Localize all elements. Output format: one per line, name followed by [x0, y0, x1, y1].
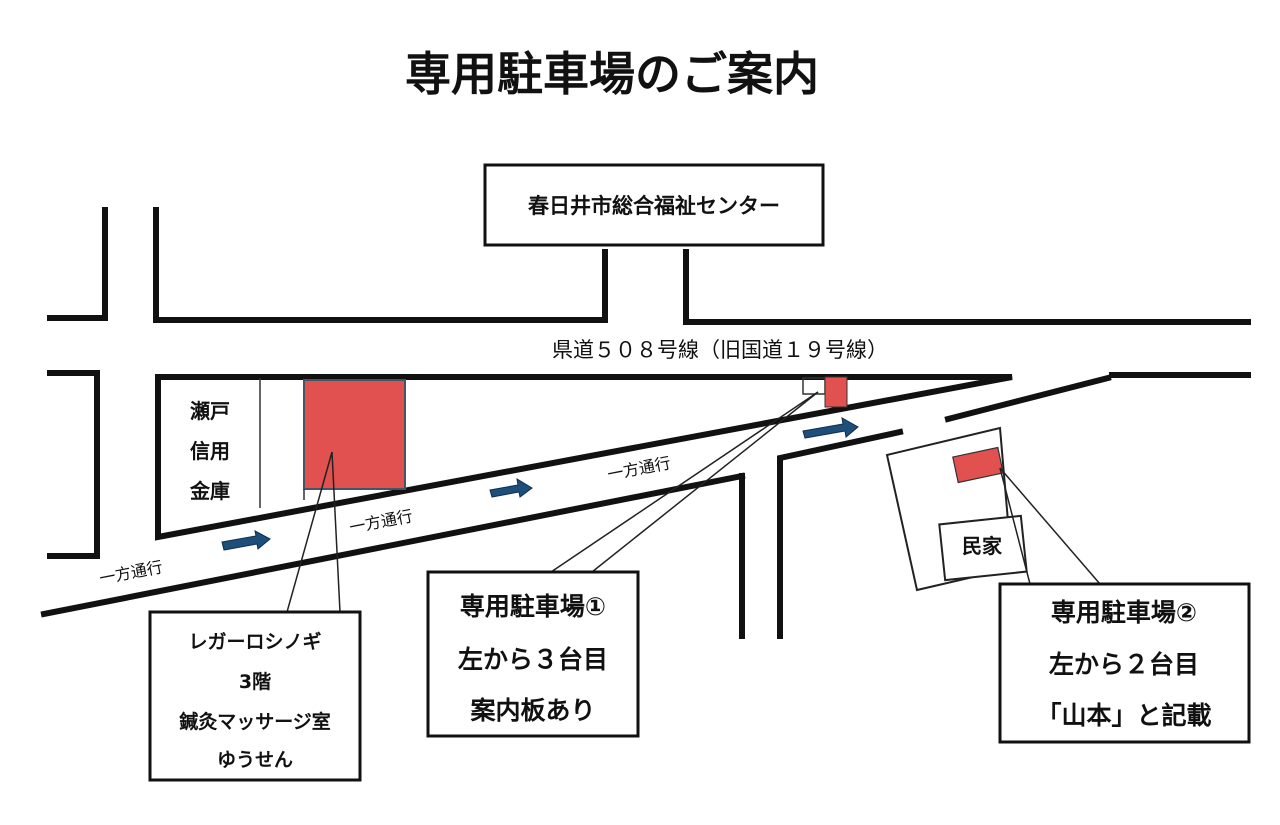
parking-2-callout: 専用駐車場② 左から２台目 「山本」と記載	[998, 582, 1251, 744]
landmark-label: 春日井市総合福祉センター	[528, 194, 780, 218]
target-building	[303, 379, 406, 490]
oneway-label-2: 一方通行	[348, 506, 414, 537]
parking-1-position: 左から３台目	[458, 645, 608, 674]
building-callout-line4: ゆうせん	[217, 749, 293, 771]
arrow-icon	[489, 478, 533, 498]
parking-1-title: 専用駐車場①	[460, 592, 606, 621]
parking-1-callout: 専用駐車場① 左から３台目 案内板あり	[426, 570, 640, 738]
road-south-block	[155, 374, 1013, 541]
house-block: 民家	[885, 426, 1028, 592]
bank-label-line3: 金庫	[189, 479, 230, 503]
bank-building: 瀬戸 信用 金庫	[189, 399, 230, 503]
arrow-icon	[221, 530, 271, 551]
parking-1-marker	[824, 376, 848, 408]
oneway-label-3: 一方通行	[606, 453, 672, 484]
parking-2-note: 「山本」と記載	[1036, 701, 1211, 730]
road-oneway-lower	[40, 472, 746, 618]
building-callout-line1: レガーロシノギ	[188, 631, 321, 653]
parking-1-note: 案内板あり	[469, 696, 595, 725]
road-south-west	[47, 370, 100, 559]
parking-2-title: 専用駐車場②	[1051, 598, 1197, 627]
oneway-arrows	[221, 417, 859, 551]
parking-2-position: 左から２台目	[1049, 650, 1199, 679]
parking-2-marker	[952, 446, 1004, 484]
road-landmark-east	[683, 249, 1251, 325]
bank-label-line2: 信用	[190, 439, 230, 463]
arrow-icon	[802, 417, 859, 439]
bank-label-line1: 瀬戸	[190, 399, 230, 423]
road-side-street-east	[777, 428, 904, 639]
page-title: 専用駐車場のご案内	[405, 47, 819, 101]
roads	[40, 207, 1251, 639]
landmark-box: 春日井市総合福祉センター	[483, 163, 825, 247]
building-callout-line2: 3階	[239, 671, 271, 693]
road-right-diagonal	[944, 374, 1112, 423]
building-callout: レガーロシノギ 3階 鍼灸マッサージ室 ゆうせん	[148, 610, 362, 782]
oneway-label-1: 一方通行	[98, 557, 164, 588]
main-road-label: 県道５０８号線（旧国道１９号線）	[552, 338, 888, 362]
road-left-vertical-west	[47, 207, 108, 321]
building-callout-line3: 鍼灸マッサージ室	[179, 710, 331, 733]
house-label: 民家	[962, 534, 1003, 558]
road-left-vertical-east	[153, 207, 608, 323]
callout-leaders	[286, 391, 1101, 613]
